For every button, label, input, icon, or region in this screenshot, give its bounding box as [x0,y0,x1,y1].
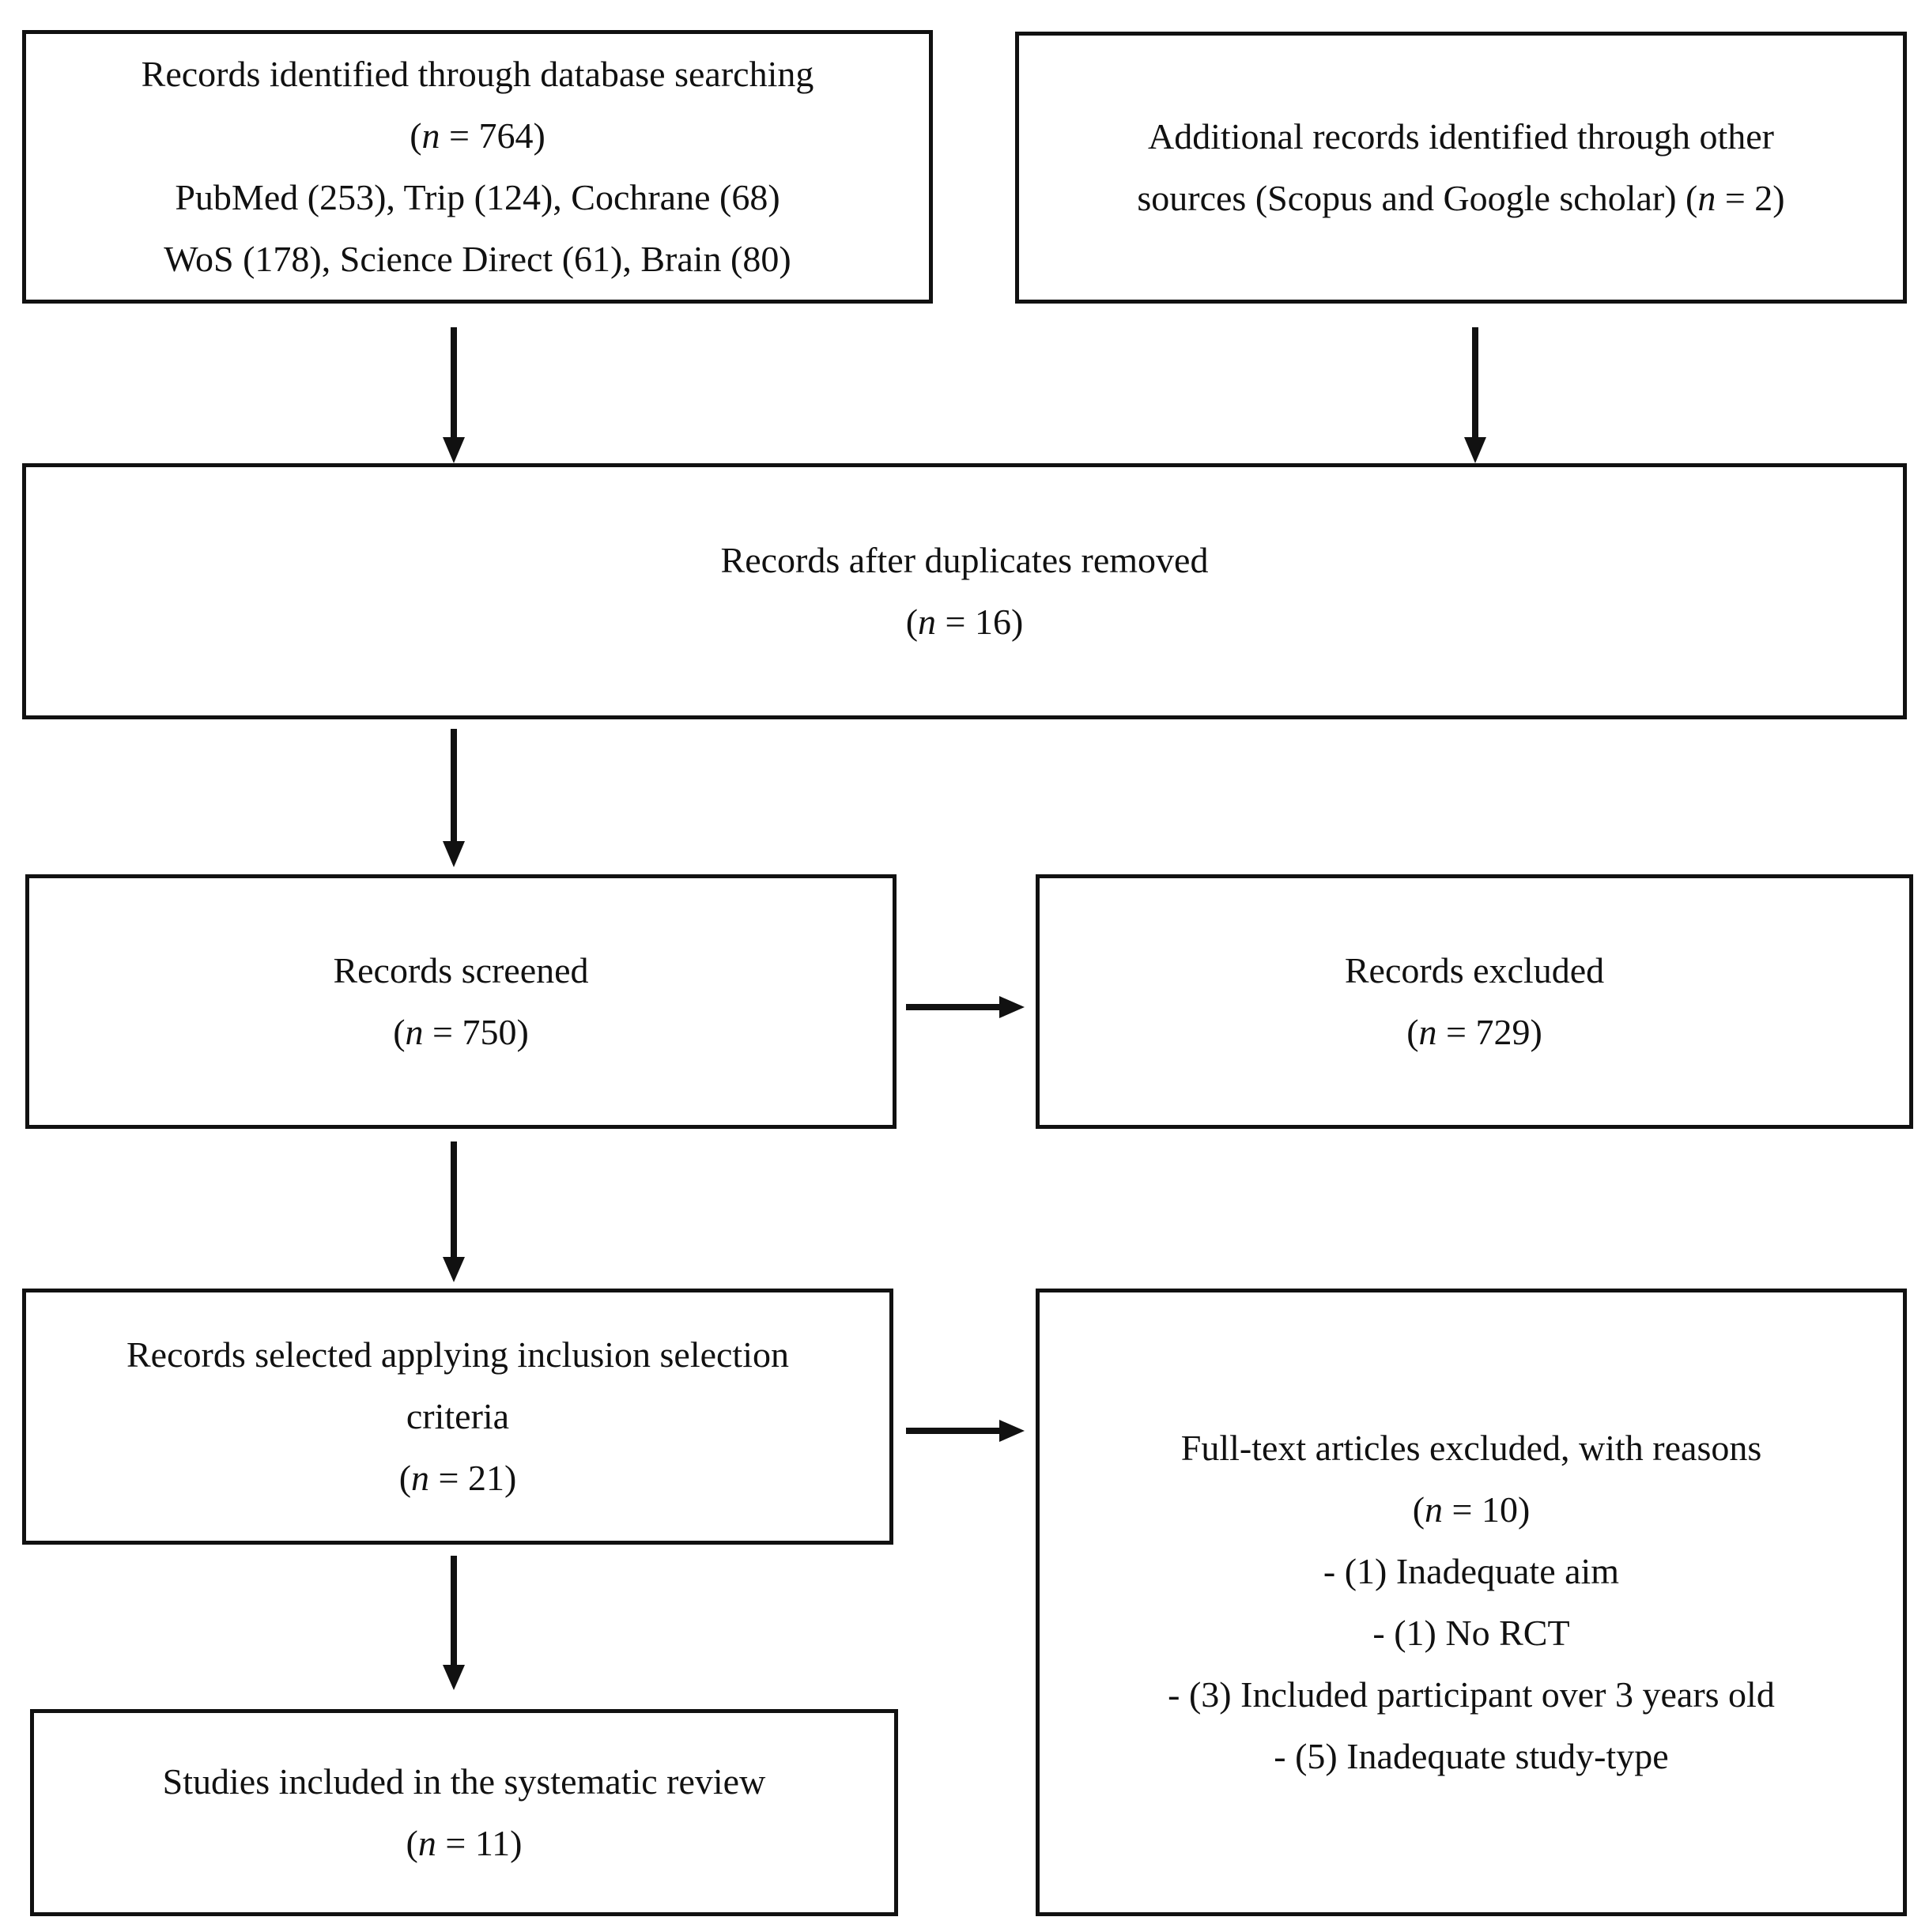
count-suffix: = 21) [429,1458,517,1498]
count-suffix: = 750) [423,1012,529,1052]
exclusion-reason: - (5) Inadequate study-type [1274,1736,1669,1776]
count-suffix: = 10) [1443,1489,1531,1530]
studies-included-count: (n = 11) [406,1813,523,1874]
arrow-duplicates-to-screened [443,729,465,867]
other-sources-box: Additional records identified through ot… [1015,32,1907,304]
fulltext-excluded-count: (n = 10) [1413,1479,1531,1541]
n-symbol: n [1418,1012,1437,1052]
count-suffix: = 11) [436,1823,523,1863]
records-excluded-count: (n = 729) [1406,1002,1542,1063]
database-sources-line-2: WoS (178), Science Direct (61), Brain (8… [164,239,791,279]
count-prefix: ( [406,1823,418,1863]
records-selected-title-line-2: criteria [406,1396,510,1436]
n-symbol: n [411,1458,430,1498]
studies-included-box: Studies included in the systematic revie… [30,1709,898,1916]
count-prefix: ( [398,1458,412,1498]
records-screened-box: Records screened (n = 750) [25,874,897,1129]
arrow-selected-to-included [443,1556,465,1690]
records-screened-title: Records screened [333,950,589,991]
duplicates-removed-box: Records after duplicates removed (n = 16… [22,463,1907,719]
count-prefix: ( [1406,1012,1419,1052]
database-sources-line-1: PubMed (253), Trip (124), Cochrane (68) [175,177,780,217]
records-selected-title-line-1: Records selected applying inclusion sele… [126,1334,789,1375]
n-symbol: n [918,602,937,642]
count-prefix: ( [1412,1489,1425,1530]
exclusion-reason: - (3) Included participant over 3 years … [1168,1674,1775,1715]
count-prefix: ( [410,115,422,156]
exclusion-reason: - (1) No RCT [1372,1613,1570,1653]
arrow-other-to-duplicates [1464,327,1486,463]
database-records-count: (n = 764) [410,105,545,167]
fulltext-excluded-title: Full-text articles excluded, with reason… [1180,1428,1762,1468]
other-sources-line-1: Additional records identified through ot… [1147,116,1775,157]
records-screened-count: (n = 750) [393,1002,529,1063]
n-symbol: n [1697,178,1716,218]
studies-included-title: Studies included in the systematic revie… [162,1761,766,1802]
count-suffix: = 16) [936,602,1024,642]
count-suffix: = 764) [440,115,545,156]
n-symbol: n [417,1823,436,1863]
arrow-screened-to-excluded [906,996,1025,1018]
count-prefix: ( [393,1012,406,1052]
count-suffix: = 729) [1436,1012,1542,1052]
count-suffix: = 2) [1716,178,1785,218]
fulltext-excluded-box: Full-text articles excluded, with reason… [1036,1289,1907,1916]
database-records-title: Records identified through database sear… [141,54,814,94]
records-excluded-title: Records excluded [1344,950,1605,991]
arrow-selected-to-fulltext-excluded [906,1420,1025,1442]
arrow-screened-to-selected [443,1141,465,1282]
records-selected-count: (n = 21) [399,1447,517,1509]
records-excluded-box: Records excluded (n = 729) [1036,874,1913,1129]
other-sources-text: sources (Scopus and Google scholar) ( [1137,178,1698,218]
n-symbol: n [1425,1489,1444,1530]
count-prefix: ( [905,602,919,642]
duplicates-removed-title: Records after duplicates removed [720,540,1209,580]
other-sources-line-2: sources (Scopus and Google scholar) (n =… [1137,168,1784,229]
arrow-database-to-duplicates [443,327,465,463]
duplicates-removed-count: (n = 16) [906,591,1024,653]
n-symbol: n [405,1012,424,1052]
database-records-box: Records identified through database sear… [22,30,933,304]
records-selected-box: Records selected applying inclusion sele… [22,1289,893,1545]
n-symbol: n [421,115,440,156]
exclusion-reason: - (1) Inadequate aim [1323,1551,1620,1591]
